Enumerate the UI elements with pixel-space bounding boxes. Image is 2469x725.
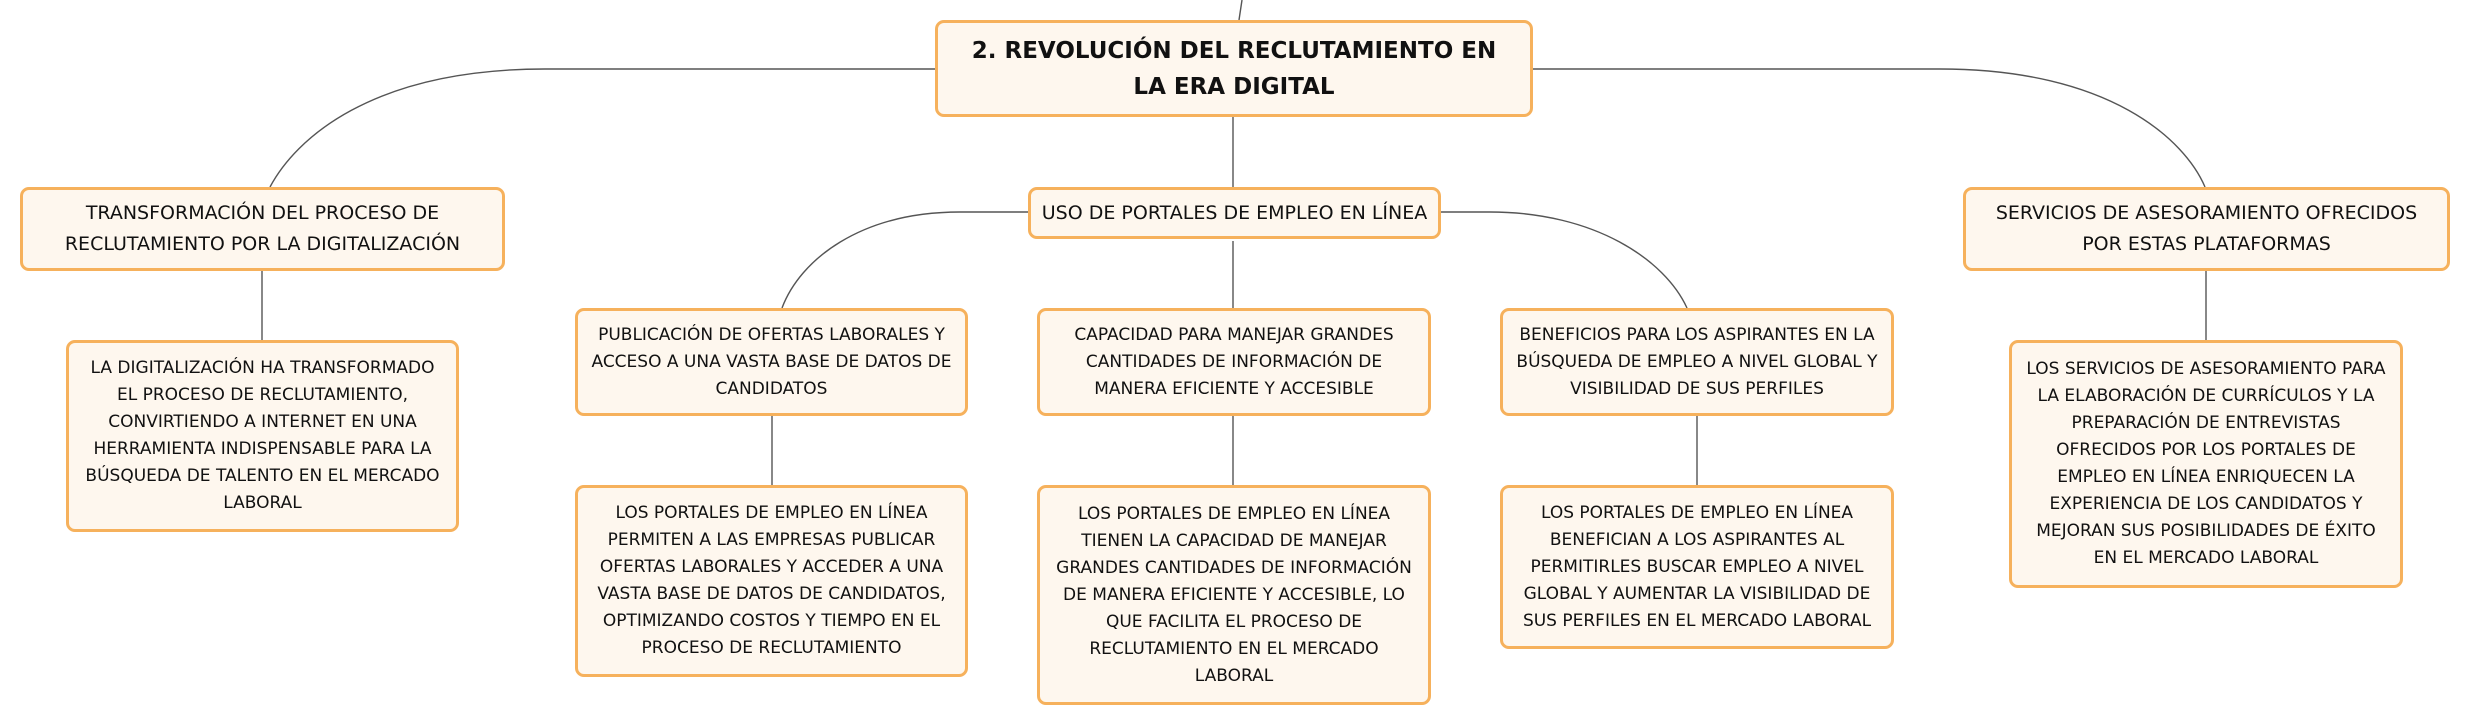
child-node-label: CAPACIDAD PARA MANEJAR GRANDES CANTIDADE…: [1074, 324, 1394, 399]
detail-node-label: LOS PORTALES DE EMPLEO EN LÍNEA PERMITEN…: [597, 503, 946, 658]
child-node-publicacion[interactable]: PUBLICACIÓN DE OFERTAS LABORALES Y ACCES…: [575, 308, 968, 416]
child-node-asesoramiento[interactable]: LOS SERVICIOS DE ASESORAMIENTO PARA LA E…: [2009, 340, 2403, 588]
child-node-beneficios[interactable]: BENEFICIOS PARA LOS ASPIRANTES EN LA BÚS…: [1500, 308, 1894, 416]
branch-node-portales[interactable]: USO DE PORTALES DE EMPLEO EN LÍNEA: [1028, 187, 1441, 239]
connector-root-right: [1532, 68, 2206, 188]
root-node-label: 2. REVOLUCIÓN DEL RECLUTAMIENTO EN LA ER…: [971, 37, 1497, 100]
detail-node-capacidad[interactable]: LOS PORTALES DE EMPLEO EN LÍNEA TIENEN L…: [1037, 485, 1431, 705]
child-node-label: LOS SERVICIOS DE ASESORAMIENTO PARA LA E…: [2026, 359, 2386, 568]
connector-root-parent: [1238, 0, 1243, 21]
detail-node-publicacion[interactable]: LOS PORTALES DE EMPLEO EN LÍNEA PERMITEN…: [575, 485, 968, 677]
detail-node-label: LOS PORTALES DE EMPLEO EN LÍNEA BENEFICI…: [1522, 502, 1872, 631]
branch-node-servicios[interactable]: SERVICIOS DE ASESORAMIENTO OFRECIDOS POR…: [1963, 187, 2450, 271]
branch-node-label: USO DE PORTALES DE EMPLEO EN LÍNEA: [1041, 201, 1428, 224]
child-node-label: BENEFICIOS PARA LOS ASPIRANTES EN LA BÚS…: [1516, 324, 1878, 399]
branch-node-label: SERVICIOS DE ASESORAMIENTO OFRECIDOS POR…: [1995, 202, 2418, 255]
branch-node-label: TRANSFORMACIÓN DEL PROCESO DE RECLUTAMIE…: [64, 202, 461, 255]
detail-node-beneficios[interactable]: LOS PORTALES DE EMPLEO EN LÍNEA BENEFICI…: [1500, 485, 1894, 649]
child-node-label: PUBLICACIÓN DE OFERTAS LABORALES Y ACCES…: [591, 324, 952, 399]
connector-b2-left: [781, 211, 1028, 309]
child-node-digitalizacion[interactable]: LA DIGITALIZACIÓN HA TRANSFORMADO EL PRO…: [66, 340, 459, 532]
detail-node-label: LOS PORTALES DE EMPLEO EN LÍNEA TIENEN L…: [1056, 503, 1412, 686]
branch-node-transformacion[interactable]: TRANSFORMACIÓN DEL PROCESO DE RECLUTAMIE…: [20, 187, 505, 271]
root-node[interactable]: 2. REVOLUCIÓN DEL RECLUTAMIENTO EN LA ER…: [935, 20, 1533, 117]
connector-root-left: [269, 68, 935, 188]
connector-b2-right: [1440, 211, 1688, 309]
child-node-capacidad[interactable]: CAPACIDAD PARA MANEJAR GRANDES CANTIDADE…: [1037, 308, 1431, 416]
child-node-label: LA DIGITALIZACIÓN HA TRANSFORMADO EL PRO…: [85, 358, 440, 513]
